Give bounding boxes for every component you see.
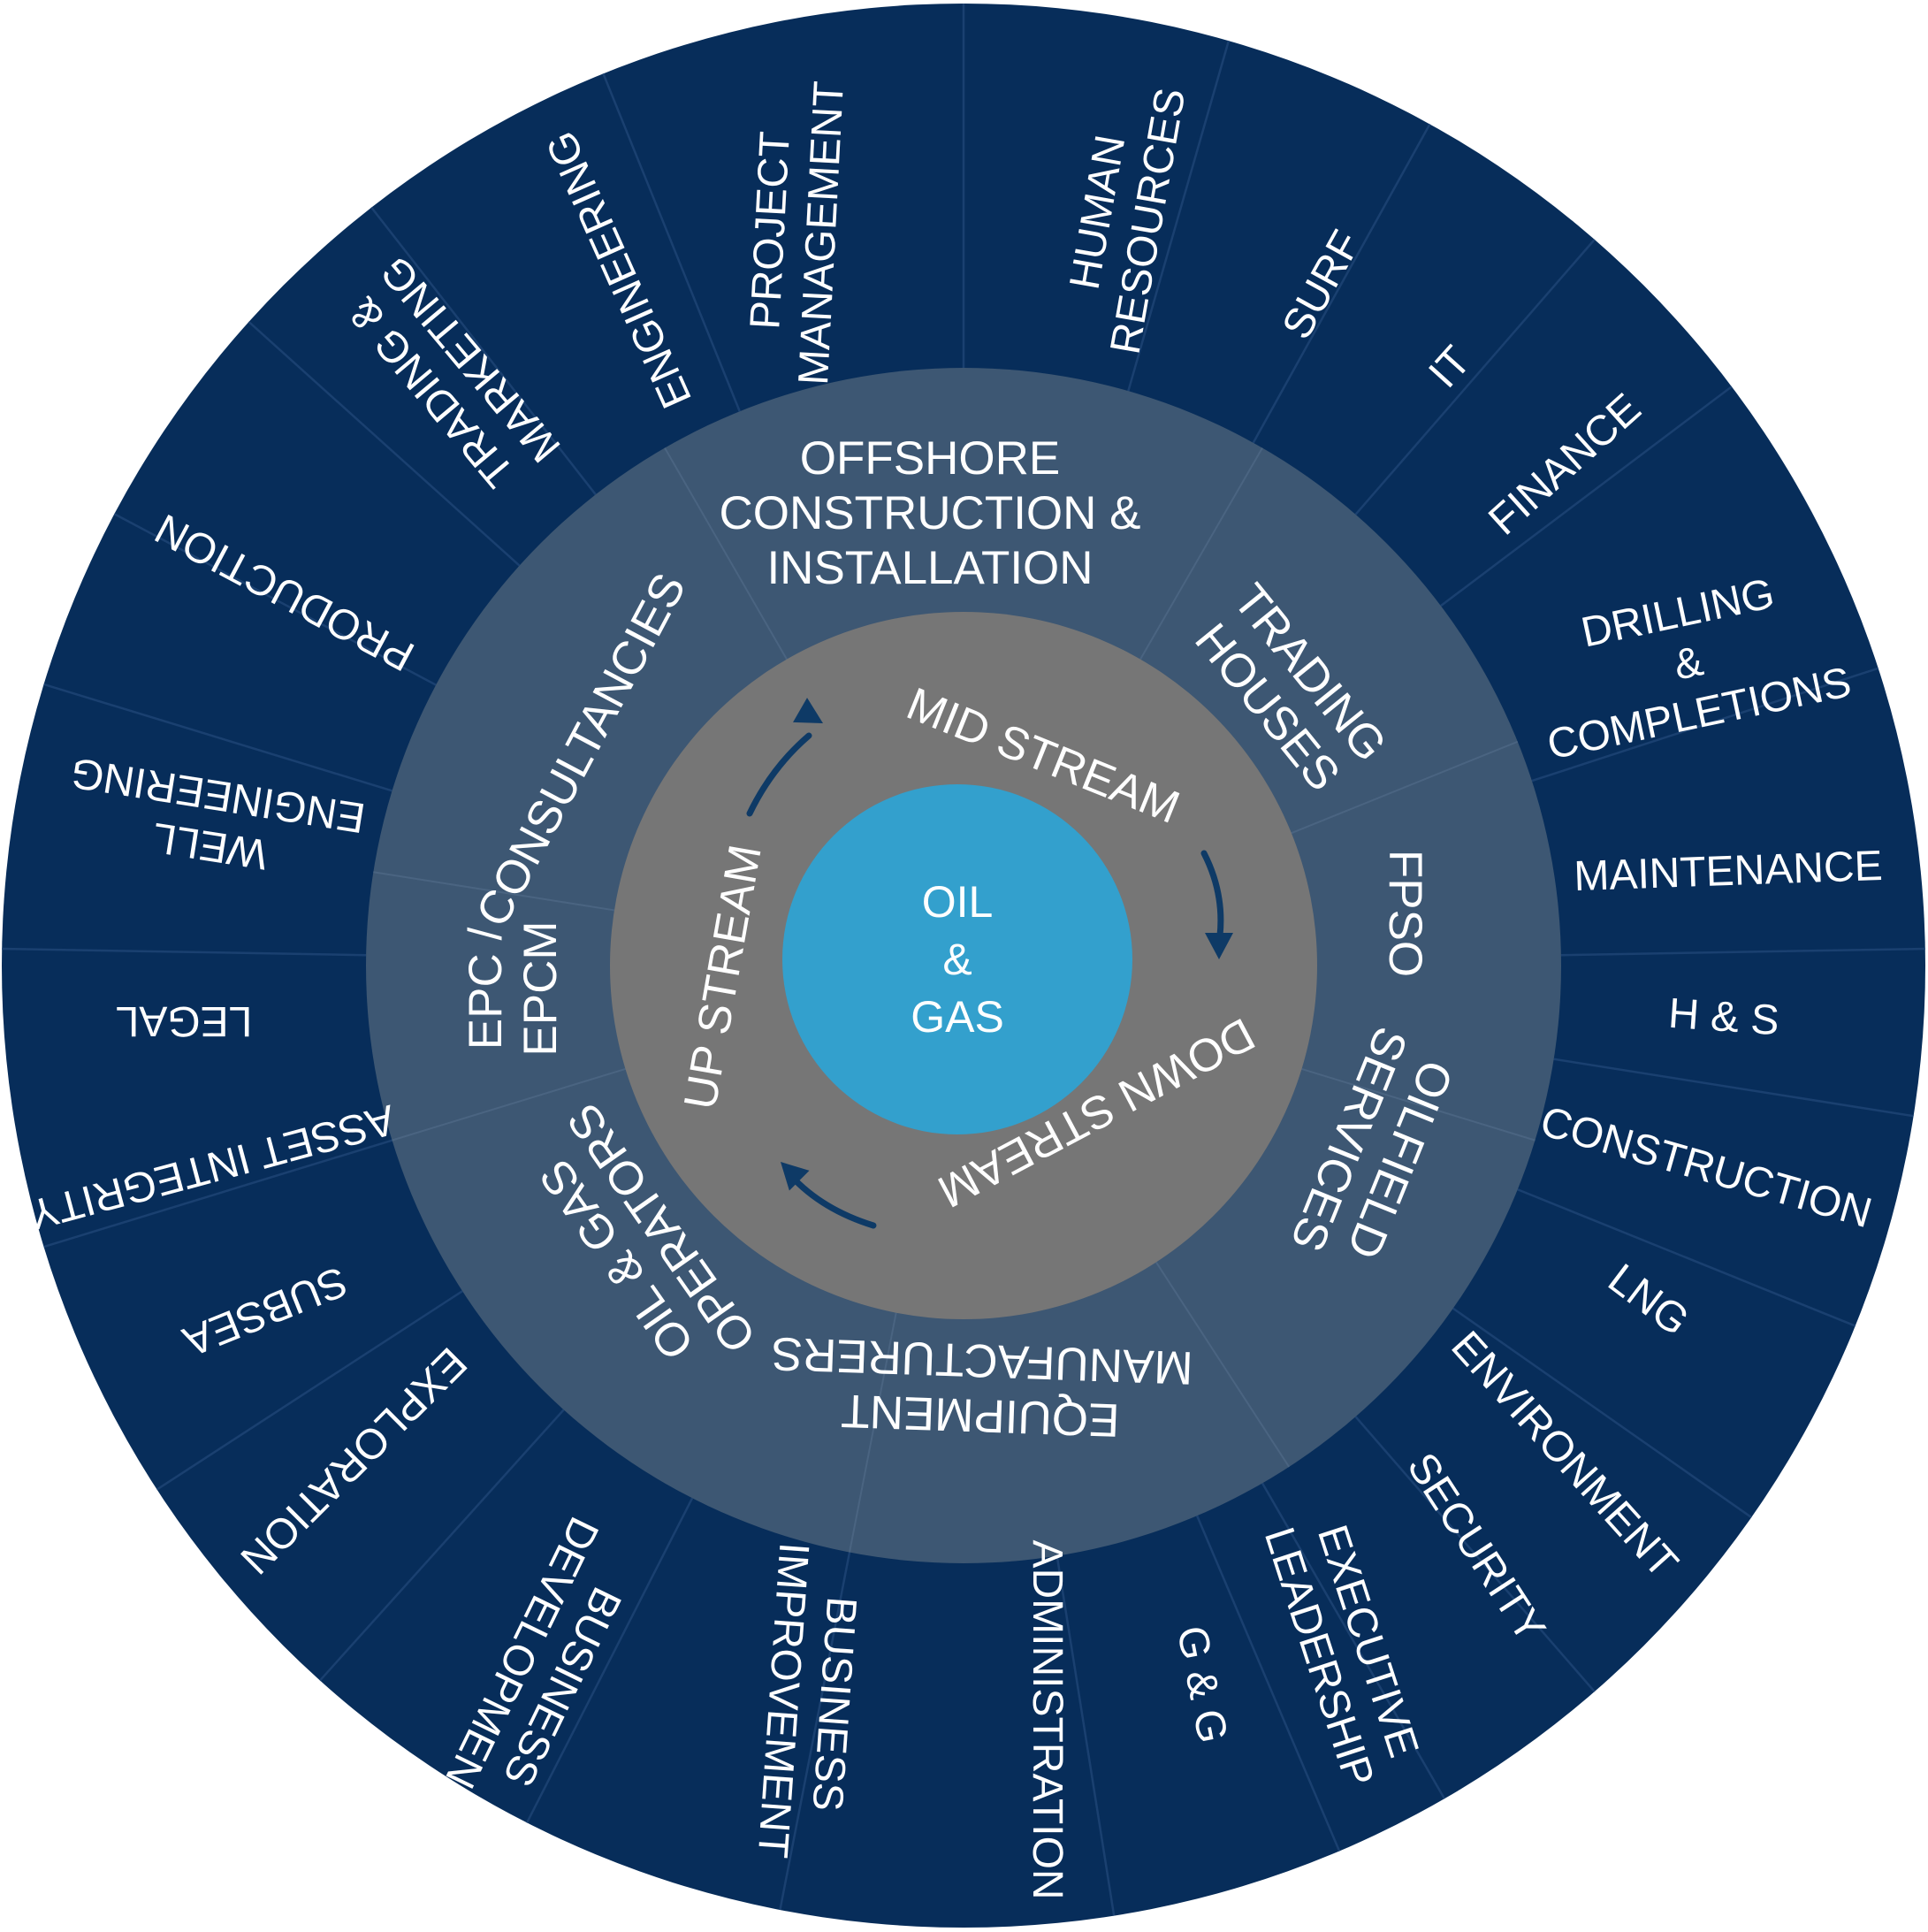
outer-divider-23	[370, 206, 597, 496]
outer-divider-12	[1195, 1515, 1341, 1852]
curved-arrow-icon	[781, 1162, 877, 1229]
outer-divider-6	[1560, 947, 1925, 957]
outer-divider-9	[1452, 1307, 1752, 1519]
outer-divider-4	[1440, 386, 1733, 607]
outer-divider-13	[1055, 1555, 1116, 1916]
middle-divider-3	[1301, 1067, 1536, 1142]
outer-segment-legal: LEGAL	[116, 998, 253, 1045]
outer-segment-administration: ADMINISTRATION	[1025, 1539, 1071, 1899]
outer-divider-5	[1531, 667, 1879, 783]
outer-divider-3	[1354, 239, 1596, 515]
outer-segment-h-s: H & S	[1667, 989, 1781, 1044]
middle-divider-2	[1291, 740, 1519, 835]
middle-divider-5	[849, 1312, 897, 1553]
middle-divider-7	[373, 871, 615, 912]
outer-divider-21	[113, 513, 437, 686]
middle-divider-1	[1139, 447, 1263, 661]
outer-divider-22	[248, 321, 521, 567]
outer-divider-14	[779, 1552, 851, 1911]
flow-arrows	[746, 698, 1233, 1229]
core-label: OIL&GAS	[911, 877, 1004, 1042]
outer-divider-16	[319, 1409, 565, 1682]
middle-divider-0	[664, 447, 788, 661]
middle-segment-epc-epcm: EPC /EPCM	[460, 920, 567, 1056]
middle-segment-fpso: FPSO	[1380, 850, 1432, 977]
outer-divider-11	[1261, 1482, 1446, 1799]
outer-divider-15	[525, 1497, 694, 1823]
outer-divider-1	[1127, 40, 1231, 392]
middle-divider-6	[392, 1067, 626, 1142]
outer-divider-19	[2, 947, 367, 957]
outer-ring-dividers	[2, 4, 1925, 1916]
outer-divider-20	[43, 683, 392, 792]
outer-segment-maintenance: MAINTENANCE	[1574, 842, 1884, 899]
middle-ring-dividers	[373, 447, 1536, 1553]
curved-arrow-icon	[746, 698, 823, 817]
curved-arrow-icon	[1200, 850, 1233, 959]
outer-divider-7	[1553, 1058, 1914, 1118]
outer-divider-18	[43, 1139, 392, 1249]
outer-divider-8	[1517, 1188, 1856, 1327]
oil-gas-core	[782, 784, 1132, 1134]
outer-divider-10	[1354, 1416, 1596, 1692]
middle-divider-4	[1155, 1261, 1291, 1468]
outer-divider-2	[1252, 123, 1431, 444]
outer-divider-24	[602, 73, 741, 412]
outer-divider-17	[156, 1290, 463, 1491]
